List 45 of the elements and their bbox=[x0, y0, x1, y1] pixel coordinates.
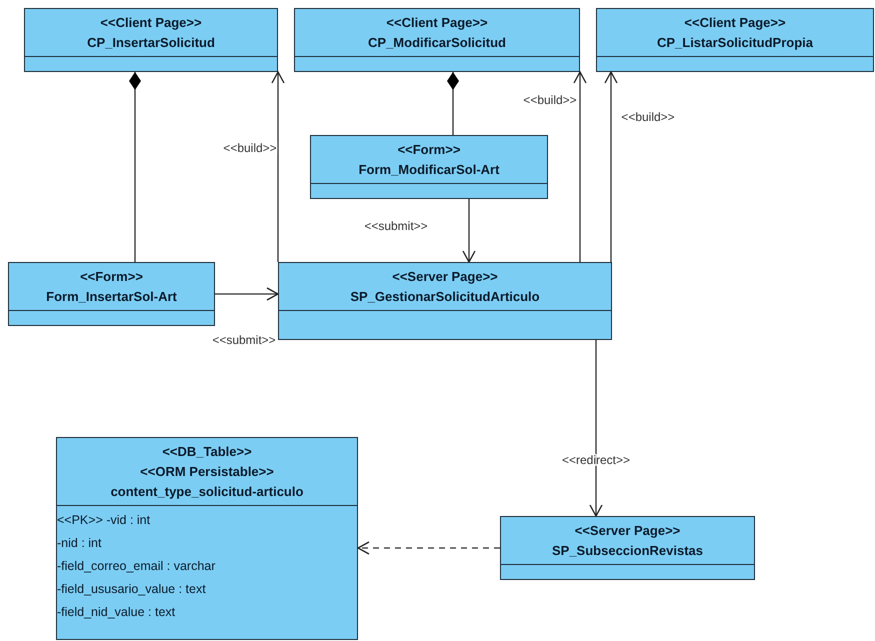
stereotype: <<Form>> bbox=[398, 140, 460, 158]
attribute-text: -field_correo_email : varchar bbox=[57, 558, 216, 575]
class-name: SP_SubseccionRevistas bbox=[552, 542, 704, 560]
edge-label: <<redirect>> bbox=[560, 454, 632, 466]
composition-line bbox=[447, 72, 459, 135]
stereotype: <<Client Page>> bbox=[386, 14, 488, 32]
attribute-text: -field_nid_value : text bbox=[57, 604, 176, 621]
server-page-class bbox=[500, 516, 755, 580]
arrow bbox=[604, 71, 618, 262]
stereotype: <<ORM Persistable>> bbox=[140, 462, 274, 480]
class-name: Form_ModificarSol-Art bbox=[358, 160, 500, 178]
arrow bbox=[589, 340, 603, 517]
edge-label: <<submit>> bbox=[211, 334, 277, 346]
stereotype: <<Server Page>> bbox=[574, 522, 680, 540]
class-name: Form_InsertarSol-Art bbox=[46, 288, 177, 306]
class-name: CP_InsertarSolicitud bbox=[87, 34, 215, 52]
attribute-text: <<PK>> -vid : int bbox=[57, 512, 150, 529]
edge-label: <<build>> bbox=[522, 94, 578, 106]
edge-label: <<build>> bbox=[620, 111, 676, 123]
arrow bbox=[215, 287, 279, 301]
arrow bbox=[271, 71, 285, 262]
class-name: content_type_solicitud-articulo bbox=[110, 482, 304, 501]
client-page-class bbox=[294, 8, 580, 72]
client-page-class bbox=[596, 8, 874, 72]
attribute-text: -nid : int bbox=[57, 535, 102, 552]
form-class bbox=[8, 262, 215, 326]
stereotype: <<Client Page>> bbox=[684, 14, 786, 32]
composition-line bbox=[129, 72, 141, 262]
attribute-text: -field_ususario_value : text bbox=[57, 581, 206, 598]
arrow bbox=[462, 199, 476, 263]
class-name: SP_GestionarSolicitudArticulo bbox=[350, 288, 540, 306]
stereotype: <<Client Page>> bbox=[100, 14, 202, 32]
form-class bbox=[310, 135, 548, 199]
stereotype: <<DB_Table>> bbox=[162, 442, 252, 460]
edge-label: <<submit>> bbox=[363, 220, 429, 232]
class-name: CP_ListarSolicitudPropia bbox=[656, 34, 814, 52]
server-page-class bbox=[278, 262, 612, 340]
arrow bbox=[573, 71, 587, 262]
db-table-class bbox=[56, 437, 358, 640]
dependency-arrow bbox=[357, 541, 500, 555]
stereotype: <<Server Page>> bbox=[392, 268, 498, 286]
client-page-class bbox=[24, 8, 278, 72]
stereotype: <<Form>> bbox=[80, 268, 143, 286]
edge-label: <<build>> bbox=[222, 142, 278, 154]
class-name: CP_ModificarSolicitud bbox=[368, 34, 506, 52]
